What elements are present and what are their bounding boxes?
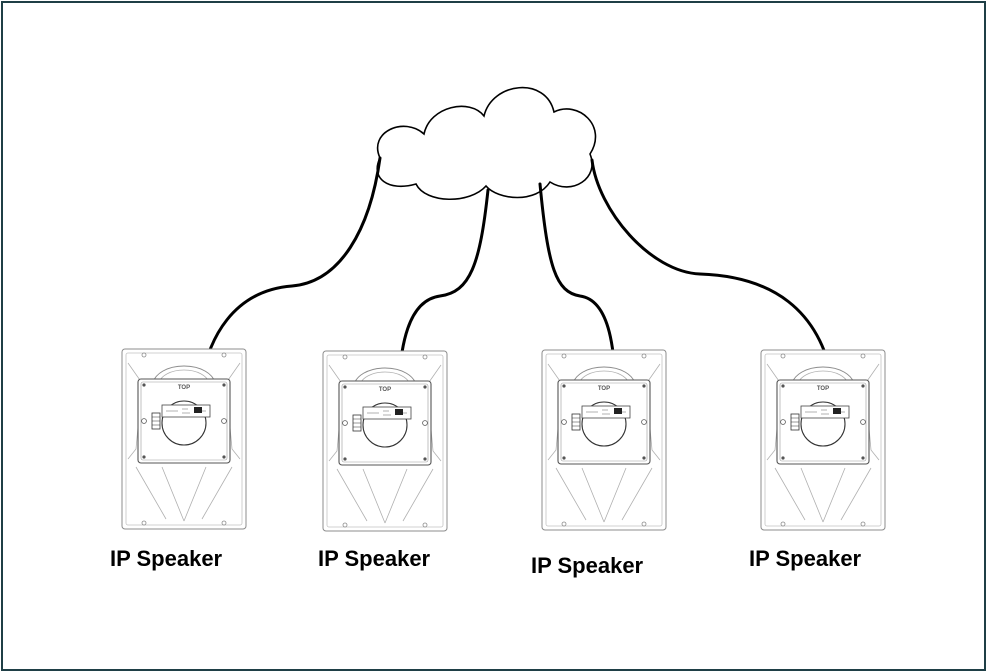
mounting-screw <box>422 354 428 360</box>
speaker-housing-inner <box>764 353 882 527</box>
backplate-screw <box>423 385 427 389</box>
backplate-screw <box>861 384 865 388</box>
speakers-layer: TOP TOP TOP TOP <box>121 348 886 532</box>
mounting-screw <box>561 521 567 527</box>
speaker-backplate-inner <box>779 382 867 462</box>
mounting-screw <box>422 522 428 528</box>
mounting-screw <box>342 522 348 528</box>
backplate-knob <box>561 419 567 425</box>
mounting-screw <box>141 520 147 526</box>
backplate-knob <box>780 419 786 425</box>
backplate-screw <box>861 456 865 460</box>
ip-speaker-icon: TOP <box>322 350 448 532</box>
mounting-screw <box>860 353 866 359</box>
ethernet-port <box>833 408 841 414</box>
backplate-screw <box>781 384 785 388</box>
cloud-icon <box>376 86 597 201</box>
mounting-screw <box>641 353 647 359</box>
backplate-screw <box>343 385 347 389</box>
speaker-housing-inner <box>326 354 444 528</box>
backplate-screw <box>423 457 427 461</box>
top-marking: TOP <box>379 387 391 393</box>
connector-strip-marks <box>367 410 407 416</box>
ip-speaker-icon: TOP <box>760 349 886 531</box>
speaker-grille-lines <box>336 468 434 524</box>
backplate-screw <box>142 455 146 459</box>
cable-4 <box>590 158 838 412</box>
speaker-grille-lines <box>774 467 872 523</box>
speaker-backplate-inner <box>341 383 429 463</box>
top-marking: TOP <box>817 386 829 392</box>
speaker-label: IP Speaker <box>318 546 431 571</box>
backplate-knob <box>860 419 866 425</box>
speaker-housing-inner <box>545 353 663 527</box>
backplate-screw <box>642 456 646 460</box>
mounting-screw <box>221 520 227 526</box>
backplate-knob <box>641 419 647 425</box>
backplate-screw <box>343 457 347 461</box>
connector-strip-marks <box>586 409 626 415</box>
speaker-backplate-inner <box>140 381 228 461</box>
mounting-screw <box>780 521 786 527</box>
speaker-backplate-inner <box>560 382 648 462</box>
backplate-screw <box>781 456 785 460</box>
backplate-screw <box>562 456 566 460</box>
mounting-screw <box>780 353 786 359</box>
mounting-screw <box>860 521 866 527</box>
terminal-block-pins <box>353 418 361 428</box>
ethernet-port <box>194 407 202 413</box>
backplate-knob <box>221 418 227 424</box>
terminal-block-pins <box>572 417 580 427</box>
speaker-label: IP Speaker <box>531 553 644 578</box>
mounting-screw <box>342 354 348 360</box>
backplate-screw <box>642 384 646 388</box>
backplate-knob <box>141 418 147 424</box>
speaker-housing-inner <box>125 352 243 526</box>
terminal-block-pins <box>791 417 799 427</box>
mounting-screw <box>141 352 147 358</box>
connector-strip-marks <box>166 408 206 414</box>
ethernet-port <box>614 408 622 414</box>
backplate-screw <box>222 455 226 459</box>
backplate-knob <box>422 420 428 426</box>
cable-1 <box>196 156 382 414</box>
backplate-screw <box>142 383 146 387</box>
top-marking: TOP <box>598 386 610 392</box>
ip-speaker-icon: TOP <box>121 348 247 530</box>
speaker-label: IP Speaker <box>110 546 223 571</box>
connector-strip-marks <box>805 409 845 415</box>
speaker-label: IP Speaker <box>749 546 862 571</box>
backplate-screw <box>222 383 226 387</box>
mounting-screw <box>221 352 227 358</box>
backplate-screw <box>562 384 566 388</box>
mounting-screw <box>641 521 647 527</box>
ip-speaker-icon: TOP <box>541 349 667 531</box>
top-marking: TOP <box>178 385 190 391</box>
mounting-screw <box>561 353 567 359</box>
terminal-block-pins <box>152 416 160 426</box>
ethernet-port <box>395 409 403 415</box>
speaker-grille-lines <box>135 466 233 522</box>
speaker-grille-lines <box>555 467 653 523</box>
backplate-knob <box>342 420 348 426</box>
